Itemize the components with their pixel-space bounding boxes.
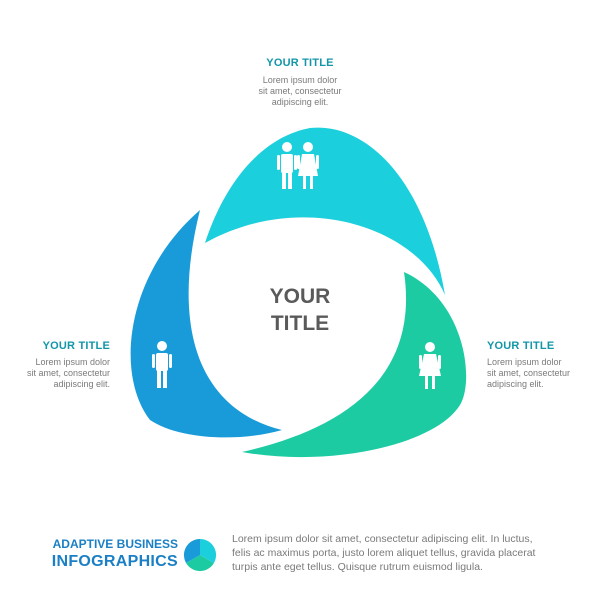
pie-logo-icon bbox=[183, 538, 217, 572]
cycle-segment-top bbox=[205, 127, 445, 296]
man-icon bbox=[152, 341, 172, 388]
right-desc-line: Lorem ipsum dolor bbox=[487, 357, 562, 367]
footer-line: Lorem ipsum dolor sit amet, consectetur … bbox=[232, 533, 533, 545]
left-desc-line: adipiscing elit. bbox=[53, 379, 110, 389]
right-desc-line: sit amet, consectetur bbox=[487, 368, 571, 378]
footer-description: Lorem ipsum dolor sit amet, consectetur … bbox=[232, 532, 577, 574]
center-title-line: YOUR bbox=[269, 285, 331, 308]
left-description: Lorem ipsum dolor sit amet, consectetur … bbox=[4, 357, 110, 390]
top-description: Lorem ipsum dolor sit amet, consectetur … bbox=[230, 75, 370, 108]
top-desc-line: Lorem ipsum dolor bbox=[262, 75, 338, 85]
right-desc-line: adipiscing elit. bbox=[487, 379, 544, 389]
cycle-segment-right bbox=[242, 272, 467, 458]
right-title: YOUR TITLE bbox=[487, 340, 555, 352]
cycle-segment-left bbox=[130, 210, 282, 438]
brand-line-2: INFOGRAPHICS bbox=[51, 553, 178, 570]
brand-line-1: ADAPTIVE BUSINESS bbox=[52, 537, 178, 551]
top-desc-line: sit amet, consectetur bbox=[258, 86, 342, 96]
left-desc-line: Lorem ipsum dolor bbox=[35, 357, 110, 367]
center-title-line: TITLE bbox=[270, 312, 330, 335]
center-title: YOUR TITLE bbox=[230, 283, 370, 337]
woman-icon bbox=[419, 342, 441, 389]
top-title: YOUR TITLE bbox=[266, 57, 334, 69]
footer-line: felis ac maximus porta, justo lorem aliq… bbox=[232, 547, 536, 559]
left-title: YOUR TITLE bbox=[42, 340, 110, 352]
right-description: Lorem ipsum dolor sit amet, consectetur … bbox=[487, 357, 597, 390]
brand-title: ADAPTIVE BUSINESS INFOGRAPHICS bbox=[28, 536, 178, 572]
top-desc-line: adipiscing elit. bbox=[271, 97, 329, 107]
left-desc-line: sit amet, consectetur bbox=[26, 368, 110, 378]
footer-line: turpis ante eget tellus. Quisque rutrum … bbox=[232, 561, 483, 573]
couple-icon bbox=[277, 142, 319, 189]
